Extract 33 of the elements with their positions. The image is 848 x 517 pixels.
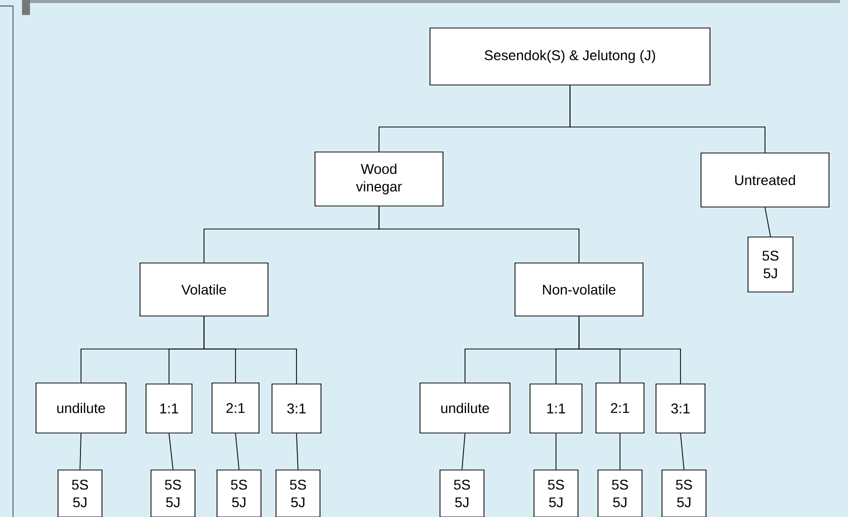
sample-box: 5S 5J bbox=[216, 470, 262, 517]
sample-box: 5S 5J bbox=[748, 236, 794, 292]
ratio-box: undilute bbox=[36, 382, 126, 434]
sample-box: 5S 5J bbox=[440, 470, 484, 517]
connector-line bbox=[204, 316, 297, 384]
connector-line bbox=[235, 432, 240, 470]
category-box: Volatile bbox=[140, 262, 268, 316]
ratio-box: 3:1 bbox=[656, 384, 706, 434]
connector-line bbox=[296, 432, 298, 470]
sample-box: 5S 5J bbox=[534, 470, 578, 517]
root-box: Sesendok(S) & Jelutong (J) bbox=[430, 28, 710, 86]
ratio-box: undilute bbox=[420, 382, 510, 434]
connector-line bbox=[680, 432, 684, 470]
category-box: Non-volatile bbox=[514, 262, 644, 316]
connector-line bbox=[462, 432, 466, 470]
category-box: Untreated bbox=[700, 152, 830, 208]
connector-line bbox=[578, 316, 681, 384]
connector-line bbox=[80, 432, 82, 470]
sample-box: 5S 5J bbox=[598, 470, 642, 517]
ratio-box: 1:1 bbox=[530, 384, 582, 434]
sample-box: 5S 5J bbox=[276, 470, 320, 517]
connector-line bbox=[378, 206, 580, 263]
sample-box: 5S 5J bbox=[662, 470, 706, 517]
connector-line bbox=[570, 85, 766, 153]
ratio-box: 3:1 bbox=[272, 384, 322, 434]
ratio-box: 2:1 bbox=[596, 382, 644, 434]
connector-line bbox=[168, 432, 174, 470]
ratio-box: 1:1 bbox=[146, 384, 192, 434]
sample-box: 5S 5J bbox=[58, 470, 102, 517]
sample-box: 5S 5J bbox=[150, 470, 196, 517]
ratio-box: 2:1 bbox=[212, 382, 260, 434]
connector-line bbox=[764, 207, 771, 237]
category-box: Wood vinegar bbox=[314, 152, 444, 206]
